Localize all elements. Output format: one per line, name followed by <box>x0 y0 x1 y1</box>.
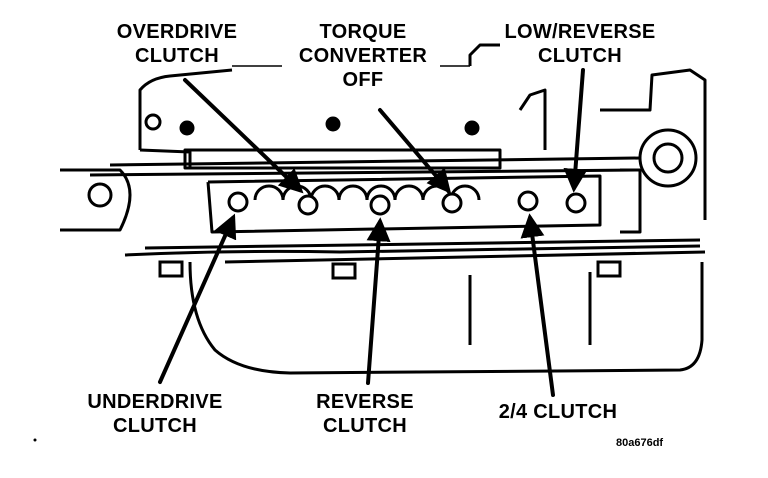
transmission-housing <box>60 43 707 234</box>
low-reverse-clutch-label: LOW/REVERSE CLUTCH <box>485 20 675 68</box>
twofour-arrow <box>520 213 555 397</box>
pan-bolts <box>158 260 622 280</box>
torque-line-1: TORQUE <box>319 21 407 43</box>
lowrev-line-2: CLUTCH <box>537 45 622 67</box>
reverse-line-1: REVERSE <box>316 391 414 413</box>
overdrive-arrow <box>183 78 304 194</box>
underdrive-line-2: CLUTCH <box>112 415 197 437</box>
twofour-line-1: 2/4 CLUTCH <box>498 401 618 423</box>
overdrive-clutch-label: OVERDRIVE CLUTCH <box>102 20 252 68</box>
torque-line-3: OFF <box>342 69 384 91</box>
clutch-passages <box>227 190 587 216</box>
two-four-clutch-label: 2/4 CLUTCH <box>478 400 638 424</box>
underdrive-arrow <box>158 213 237 384</box>
valve-body-plate <box>124 174 706 264</box>
underdrive-clutch-label: UNDERDRIVE CLUTCH <box>70 390 240 438</box>
stray-dot <box>33 438 37 442</box>
overdrive-line-2: CLUTCH <box>134 45 219 67</box>
reverse-clutch-label: REVERSE CLUTCH <box>300 390 430 438</box>
overdrive-line-1: OVERDRIVE <box>116 21 238 43</box>
reverse-line-2: CLUTCH <box>322 415 407 437</box>
torque-line-2: CONVERTER <box>298 45 428 67</box>
oil-pan <box>188 261 704 375</box>
underdrive-line-1: UNDERDRIVE <box>87 391 223 413</box>
torque-arrow <box>378 108 452 194</box>
figure-code: 80a676df <box>616 437 664 449</box>
pointer-arrows <box>158 68 588 397</box>
lowrev-arrow <box>563 68 588 193</box>
lowrev-line-1: LOW/REVERSE <box>504 21 656 43</box>
reverse-arrow <box>366 217 391 385</box>
torque-converter-off-label: TORQUE CONVERTER OFF <box>283 20 443 92</box>
